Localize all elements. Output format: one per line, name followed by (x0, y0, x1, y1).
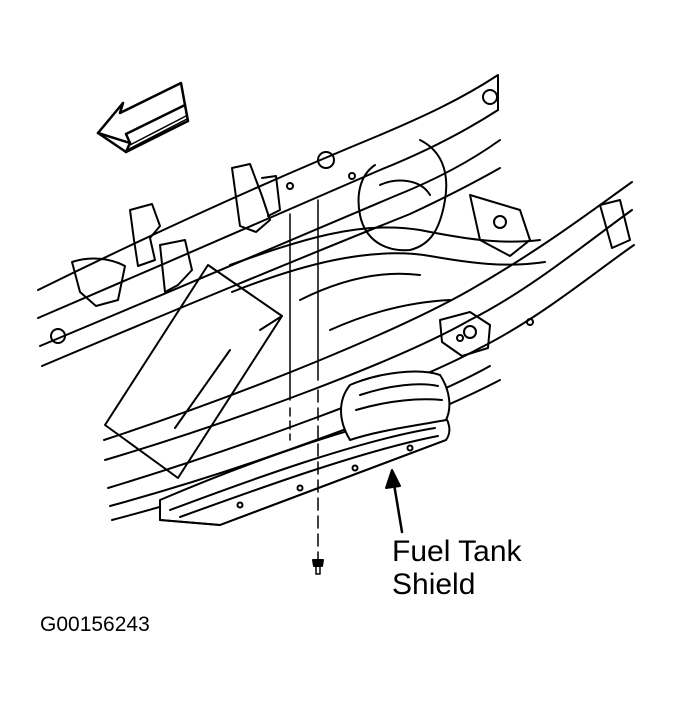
callout-leader-arrow (385, 469, 404, 534)
crossmember (229, 226, 546, 331)
callout-line-2: Shield (392, 568, 476, 601)
detail-callout-box (104, 264, 283, 479)
arrow-left-icon (96, 81, 190, 154)
callout-line-1: Fuel Tank (392, 535, 522, 568)
fuel-tank-shield (159, 370, 451, 526)
frame-brackets (71, 139, 631, 357)
bolt-icon (312, 559, 324, 575)
fastener-guide-lines (289, 199, 319, 561)
fuel-tank-shield-label: Fuel Tank Shield (392, 535, 522, 601)
figure-code: G00156243 (40, 613, 150, 636)
